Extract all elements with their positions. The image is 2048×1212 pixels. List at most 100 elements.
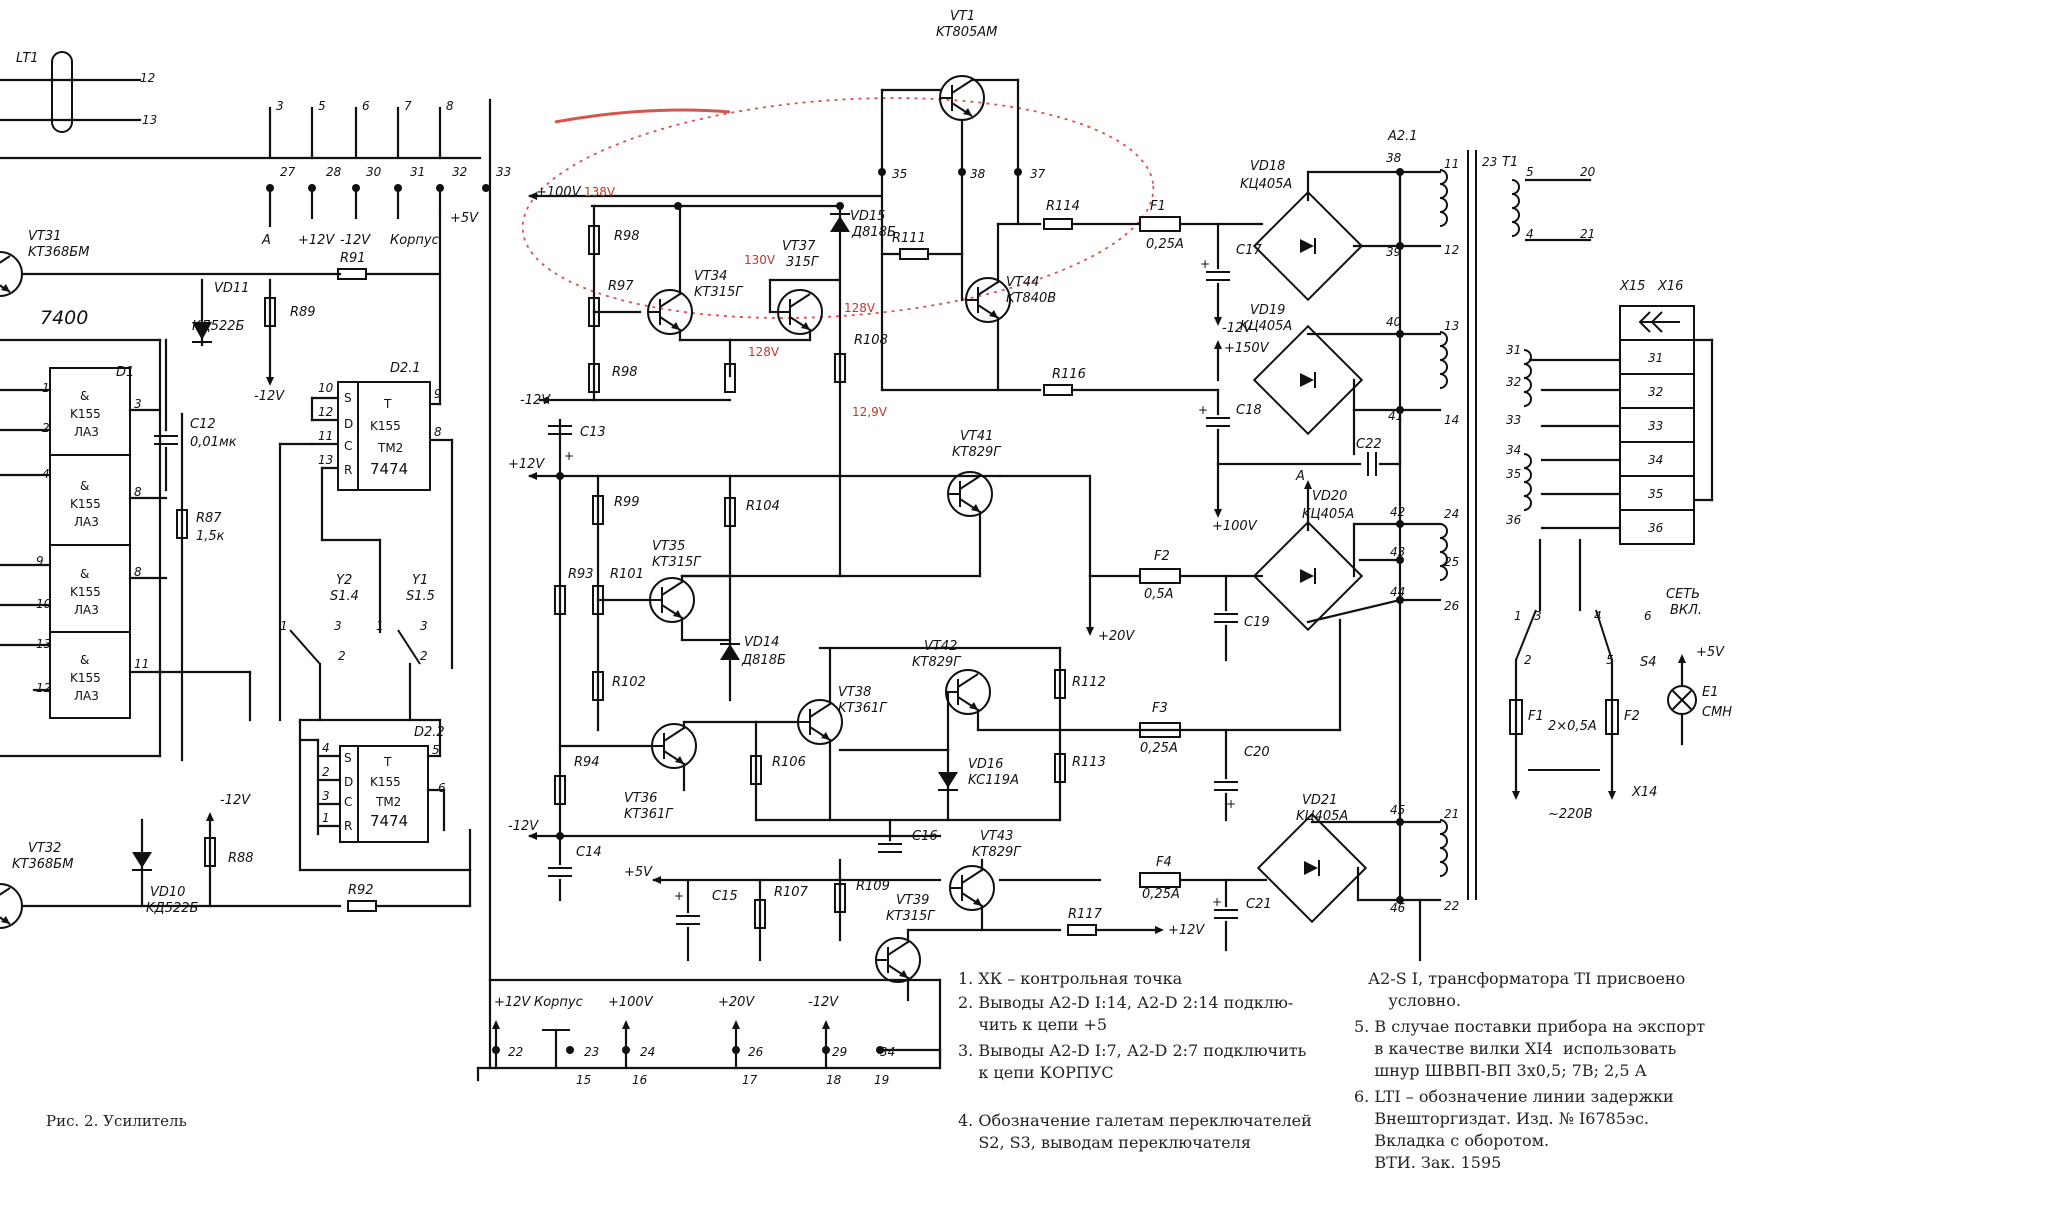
svg-text:3: 3 — [334, 619, 342, 633]
svg-text:C13: C13 — [580, 425, 606, 440]
svg-text:D2.2: D2.2 — [414, 725, 445, 740]
svg-text:30: 30 — [366, 165, 382, 179]
svg-text:5: 5 — [318, 99, 326, 113]
svg-text:12: 12 — [1444, 243, 1459, 257]
svg-text:R: R — [344, 819, 352, 833]
svg-text:3: 3 — [1534, 609, 1542, 623]
svg-text:-12V: -12V — [808, 995, 839, 1010]
svg-text:KT368БM: KT368БM — [12, 857, 73, 872]
svg-text:+: + — [564, 449, 574, 463]
svg-text:ЛА3: ЛА3 — [74, 689, 99, 703]
svg-text:32: 32 — [452, 165, 467, 179]
svg-text:A2.1: A2.1 — [1387, 129, 1418, 144]
svg-text:6: 6 — [438, 781, 446, 795]
svg-text:VT35: VT35 — [652, 539, 685, 554]
svg-text:138V: 138V — [584, 185, 616, 199]
svg-text:29: 29 — [832, 1045, 847, 1059]
svg-text:36: 36 — [1648, 521, 1664, 535]
svg-text:11: 11 — [1444, 157, 1459, 171]
svg-text:KC119A: KC119A — [968, 773, 1019, 788]
svg-text:-12V: -12V — [1222, 321, 1253, 336]
svg-text:VT36: VT36 — [624, 791, 657, 806]
svg-text:-12V: -12V — [220, 793, 251, 808]
svg-text:KT829Г: KT829Г — [952, 445, 1002, 460]
svg-text:9: 9 — [434, 387, 442, 401]
svg-text:S1.5: S1.5 — [406, 589, 435, 604]
svg-text:40: 40 — [1386, 315, 1402, 329]
svg-text:10: 10 — [318, 381, 334, 395]
svg-text:VT39: VT39 — [896, 893, 929, 908]
svg-text:130V: 130V — [744, 253, 776, 267]
svg-text:12: 12 — [318, 405, 333, 419]
svg-text:+150V: +150V — [1224, 341, 1270, 356]
svg-text:Корпус: Корпус — [534, 995, 583, 1010]
svg-text:1: 1 — [280, 619, 288, 633]
note-1: 1. ХК – контрольная точка — [958, 969, 1183, 988]
svg-text:0,25A: 0,25A — [1142, 887, 1180, 902]
svg-text:+12V: +12V — [508, 457, 545, 472]
svg-text:R92: R92 — [348, 883, 374, 898]
lt1-label: LT1 — [16, 51, 39, 66]
svg-text:8: 8 — [134, 485, 142, 499]
svg-text:2: 2 — [420, 649, 428, 663]
svg-text:K155: K155 — [70, 407, 101, 421]
top-rail-100v: +100V 138V — [528, 185, 882, 210]
svg-text:R88: R88 — [228, 851, 254, 866]
svg-text:VT43: VT43 — [980, 829, 1013, 844]
svg-text:KT361Г: KT361Г — [838, 701, 888, 716]
svg-text:C12: C12 — [190, 417, 216, 432]
svg-text:3: 3 — [276, 99, 284, 113]
svg-text:R112: R112 — [1072, 675, 1106, 690]
svg-text:14: 14 — [1444, 413, 1459, 427]
svg-text:СМН: СМН — [1702, 705, 1732, 720]
svg-text:S: S — [344, 391, 352, 405]
svg-text:23: 23 — [584, 1045, 599, 1059]
note-5: 5. В случае поставки прибора на экспорт … — [1354, 1017, 1706, 1080]
svg-text:VD16: VD16 — [968, 757, 1003, 772]
svg-text:R107: R107 — [774, 885, 809, 900]
note-6: 6. LTI – обозначение линии задержки Внеш… — [1354, 1087, 1674, 1172]
svg-text:VD11: VD11 — [214, 281, 249, 296]
svg-text:T1: T1 — [1502, 155, 1518, 170]
svg-text:C15: C15 — [712, 889, 738, 904]
svg-text:18: 18 — [826, 1073, 842, 1087]
svg-text:24: 24 — [1444, 507, 1459, 521]
svg-text:E1: E1 — [1702, 685, 1719, 700]
svg-text:33: 33 — [1506, 413, 1521, 427]
svg-text:K155: K155 — [70, 585, 101, 599]
plus12v-rail: +12V C13 + — [508, 418, 1002, 838]
svg-text:11: 11 — [134, 657, 149, 671]
svg-text:D: D — [344, 417, 353, 431]
svg-text:128V: 128V — [844, 301, 876, 315]
svg-text:13: 13 — [36, 637, 51, 651]
svg-text:&: & — [80, 567, 89, 581]
svg-text:VT44: VT44 — [1006, 275, 1039, 290]
svg-text:33: 33 — [496, 165, 511, 179]
svg-text:&: & — [80, 389, 89, 403]
svg-text:26: 26 — [748, 1045, 764, 1059]
svg-text:VD20: VD20 — [1312, 489, 1347, 504]
marked-region-outline — [521, 97, 1155, 319]
svg-text:-12V: -12V — [340, 233, 371, 248]
svg-text:R101: R101 — [610, 567, 644, 582]
svg-text:D: D — [344, 775, 353, 789]
svg-text:7474: 7474 — [370, 812, 408, 830]
svg-text:8: 8 — [134, 565, 142, 579]
svg-text:R108: R108 — [854, 333, 888, 348]
svg-text:3: 3 — [322, 789, 330, 803]
svg-text:128V: 128V — [748, 345, 780, 359]
svg-text:C20: C20 — [1244, 745, 1270, 760]
svg-text:42: 42 — [1390, 505, 1405, 519]
svg-text:VT41: VT41 — [960, 429, 993, 444]
svg-text:VD18: VD18 — [1250, 159, 1285, 174]
vt31-transistor: VT31 KT368БM R91 — [0, 229, 442, 297]
svg-text:+: + — [1200, 257, 1210, 271]
svg-text:0,25A: 0,25A — [1140, 741, 1178, 756]
svg-text:KД522Б: KД522Б — [192, 319, 244, 334]
svg-text:34: 34 — [1506, 443, 1521, 457]
svg-text:VD21: VD21 — [1302, 793, 1337, 808]
svg-text:KT829Г: KT829Г — [912, 655, 962, 670]
svg-text:C14: C14 — [576, 845, 602, 860]
